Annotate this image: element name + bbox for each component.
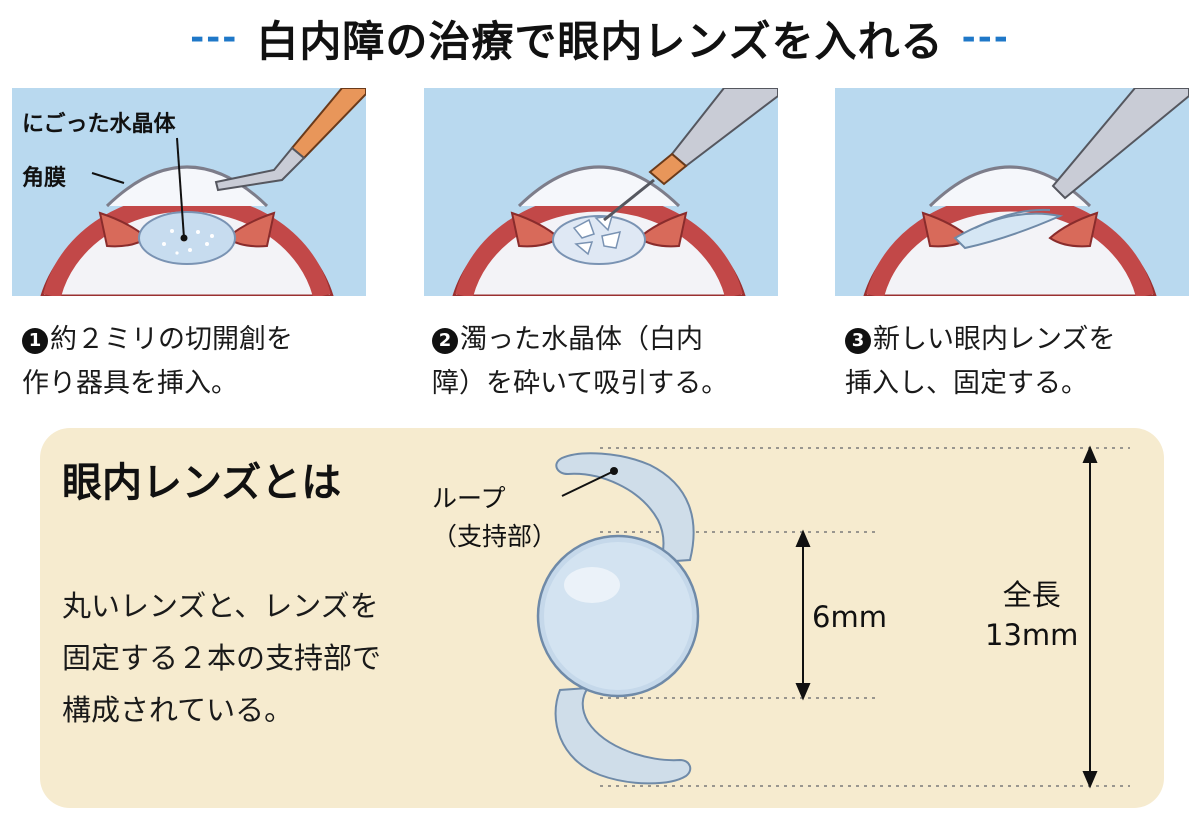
eye-panel-3 [835, 88, 1189, 296]
label-cloudy-lens: にごった水晶体 [22, 112, 176, 137]
lens-desc-line-2: 固定する２本の支持部で [62, 641, 382, 675]
upper-loop [555, 452, 695, 564]
eye-illustration-2 [424, 88, 778, 296]
eye-panel-1 [12, 88, 366, 296]
step-1-line-2: 作り器具を挿入。 [22, 368, 238, 399]
step-2-line-2: 障）を砕いて吸引する。 [432, 368, 729, 399]
total-length-label: 全長 13mm [985, 575, 1078, 655]
title-right-dash: --- [961, 18, 1010, 58]
step-number-3: 3 [845, 328, 871, 354]
main-title: --- 白内障の治療で眼内レンズを入れる --- [0, 8, 1200, 68]
optic-diameter-label: 6mm [812, 600, 887, 634]
lens-description: 丸いレンズと、レンズを 固定する２本の支持部で 構成されている。 [62, 580, 522, 736]
step-2-line-1: 濁った水晶体（白内 [460, 324, 703, 355]
eye-illustration-1 [12, 88, 366, 296]
total-length-label-line-1: 全長 [1002, 578, 1061, 612]
eye-illustration-3 [835, 88, 1189, 296]
lens-desc-line-1: 丸いレンズと、レンズを [62, 589, 379, 623]
lower-loop [554, 686, 692, 785]
lens-section-title: 眼内レンズとは [62, 460, 342, 506]
step-number-1: 1 [22, 328, 48, 354]
step-number-2: 2 [432, 328, 458, 354]
total-length-label-line-2: 13mm [985, 618, 1079, 652]
step-1-line-1: 約２ミリの切開創を [50, 324, 293, 355]
title-text: 白内障の治療で眼内レンズを入れる [256, 16, 944, 66]
loop-label-line-2: （支持部） [432, 522, 558, 551]
loop-label: ループ （支持部） [432, 480, 557, 556]
label-cornea: 角膜 [22, 166, 67, 191]
step-3-line-2: 挿入し、固定する。 [845, 368, 1088, 399]
lens-desc-line-3: 構成されている。 [62, 693, 294, 727]
step-3-line-1: 新しい眼内レンズを [873, 324, 1116, 355]
loop-label-line-1: ループ [432, 484, 506, 513]
title-left-dash: --- [190, 18, 239, 58]
eye-panel-2 [424, 88, 778, 296]
